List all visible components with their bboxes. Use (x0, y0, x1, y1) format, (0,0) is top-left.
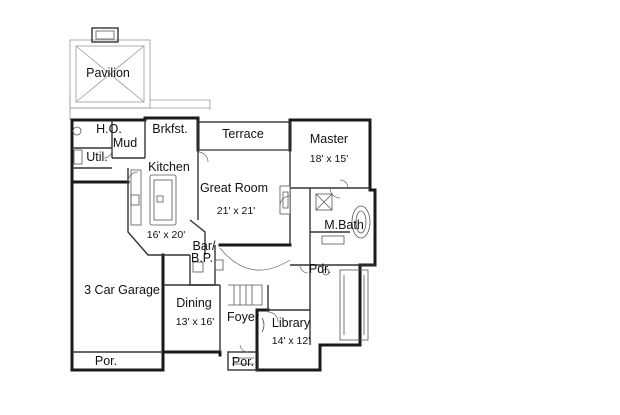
room-label-ho: H.O. (96, 122, 122, 136)
room-label-mud: Mud (113, 136, 137, 150)
room-label-mbath: M.Bath (324, 218, 364, 232)
room-label-foyer: Foyer (227, 310, 259, 324)
room-dims-library: 14' x 12' (272, 335, 310, 347)
doors (103, 149, 349, 353)
pavilion-structure (69, 27, 211, 120)
room-label-master: Master (310, 132, 348, 146)
room-dims-master: 18' x 15' (310, 153, 348, 165)
room-label-util: Util. (86, 150, 108, 164)
room-label-library: Library (272, 316, 311, 330)
room-labels: Pavilion H.O. Brkfst. Terrace Master 18'… (84, 66, 364, 369)
room-label-brkfst: Brkfst. (152, 122, 187, 136)
room-label-garage: 3 Car Garage (84, 283, 160, 297)
room-label-dining: Dining (176, 296, 211, 310)
room-dims-great-room: 21' x 21' (217, 205, 255, 217)
room-label-bp: B.P. (191, 251, 213, 265)
room-label-garage-porch: Por. (95, 354, 117, 368)
room-label-terrace: Terrace (222, 127, 264, 141)
room-dims-dining: 13' x 16' (176, 316, 214, 328)
room-dims-kitchen: 16' x 20' (147, 229, 185, 241)
room-label-bar: Bar/ (193, 239, 216, 253)
room-label-pavilion: Pavilion (86, 66, 130, 80)
room-label-pdr: Pdr. (309, 262, 331, 276)
fixtures (72, 126, 371, 365)
interior-walls (70, 120, 375, 371)
room-label-kitchen: Kitchen (148, 160, 190, 174)
room-label-great-room: Great Room (200, 181, 268, 195)
room-label-front-porch: Por. (232, 355, 254, 369)
